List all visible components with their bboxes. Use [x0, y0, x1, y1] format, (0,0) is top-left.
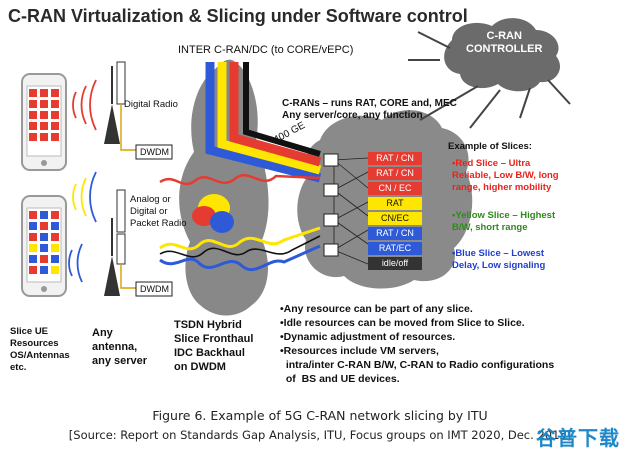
watermark-logo: 谷普下载 — [536, 428, 620, 450]
radio-waves — [68, 79, 97, 283]
black-uplink — [243, 62, 321, 157]
slice-box-3: CN / EC — [368, 182, 422, 195]
red-fronthaul — [159, 174, 321, 186]
server-mesh — [333, 157, 369, 265]
red-uplink — [229, 62, 322, 167]
figure-caption: Figure 6. Example of 5G C-RAN network sl… — [152, 408, 488, 423]
digital-radio-label: Digital Radio — [124, 99, 178, 110]
slice-box-6: RAT / CN — [368, 227, 422, 240]
phone-bottom — [21, 195, 67, 297]
server-nodes — [323, 153, 339, 257]
dwdm-top-box — [135, 144, 173, 160]
dwdm-bottom-label: DWDM — [140, 284, 169, 294]
slices-heading: Example of Slices: — [448, 141, 532, 152]
slice-box-2: RAT / CN — [368, 167, 422, 180]
yellow-fronthaul — [159, 226, 321, 251]
resource-bullets: •Any resource can be part of any slice. … — [280, 303, 555, 385]
top-tower — [104, 61, 136, 151]
blue-fronthaul — [159, 244, 321, 272]
slice-box-4: RAT — [368, 197, 422, 210]
red-blob — [192, 206, 216, 226]
bottom-tower — [104, 189, 136, 296]
slice-box-5: CN/EC — [368, 212, 422, 225]
blue-uplink — [205, 62, 322, 183]
controller-cloud — [444, 18, 561, 92]
slice-box-1: RAT / CN — [368, 152, 422, 165]
yellow-uplink — [217, 62, 322, 175]
dwdm-bottom-box — [135, 281, 173, 297]
slice-box-7: RAT/EC — [368, 242, 422, 255]
black-fronthaul — [159, 235, 321, 258]
figure-source: [Source: Report on Standards Gap Analysi… — [68, 428, 572, 442]
slice-box-8: idle/off — [368, 257, 422, 270]
dwdm-top-label: DWDM — [140, 147, 169, 157]
phone-top — [21, 73, 67, 171]
blue-blob — [210, 211, 234, 233]
inter-cran-label: INTER C-RAN/DC (to CORE/vEPC) — [178, 44, 354, 56]
diagram-title: C-RAN Virtualization & Slicing under Sof… — [8, 6, 468, 26]
